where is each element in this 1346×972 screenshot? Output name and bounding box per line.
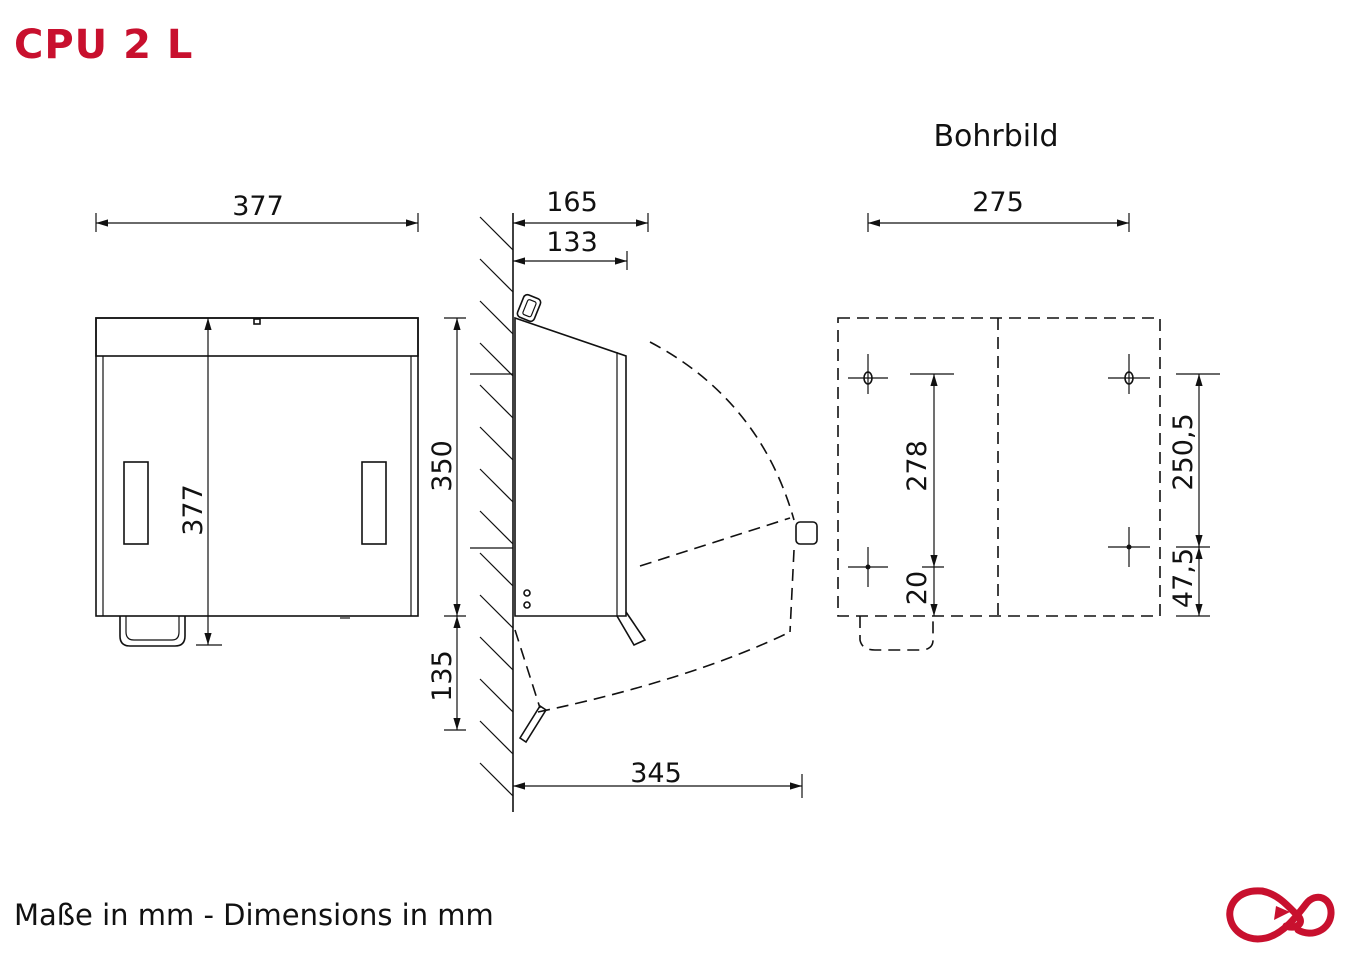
interlocking-loops-logo-icon [1226, 887, 1335, 943]
dim-drill-right-bottom: 47,5 [1168, 548, 1199, 608]
dim-side-bottom: 135 [427, 650, 458, 702]
dim-side-height: 350 [427, 440, 458, 492]
drill-pattern: Bohrbild 275 278 20 [837, 119, 1220, 651]
front-window-right [361, 461, 387, 545]
dim-drill-left-height: 278 [902, 440, 933, 492]
dim-drill-width: 275 [972, 187, 1024, 218]
dim-side-depth-top: 165 [546, 187, 598, 218]
dim-side-reach: 345 [630, 758, 682, 789]
dim-front-height: 377 [178, 484, 209, 536]
units-note: Maße in mm - Dimensions in mm [14, 898, 494, 932]
page-title: CPU 2 L [14, 22, 194, 68]
dim-side-depth-inner: 133 [546, 227, 598, 258]
front-window-left [123, 461, 149, 545]
side-view: 165 133 350 135 345 [427, 187, 818, 812]
dim-drill-left-bottom: 20 [902, 571, 933, 605]
dim-drill-right-height: 250,5 [1168, 413, 1199, 490]
dim-front-width: 377 [232, 191, 284, 222]
wall-hatching [479, 216, 514, 797]
front-handle [119, 616, 186, 647]
drill-pattern-label: Bohrbild [933, 119, 1058, 154]
front-view: 377 377 [95, 191, 419, 647]
